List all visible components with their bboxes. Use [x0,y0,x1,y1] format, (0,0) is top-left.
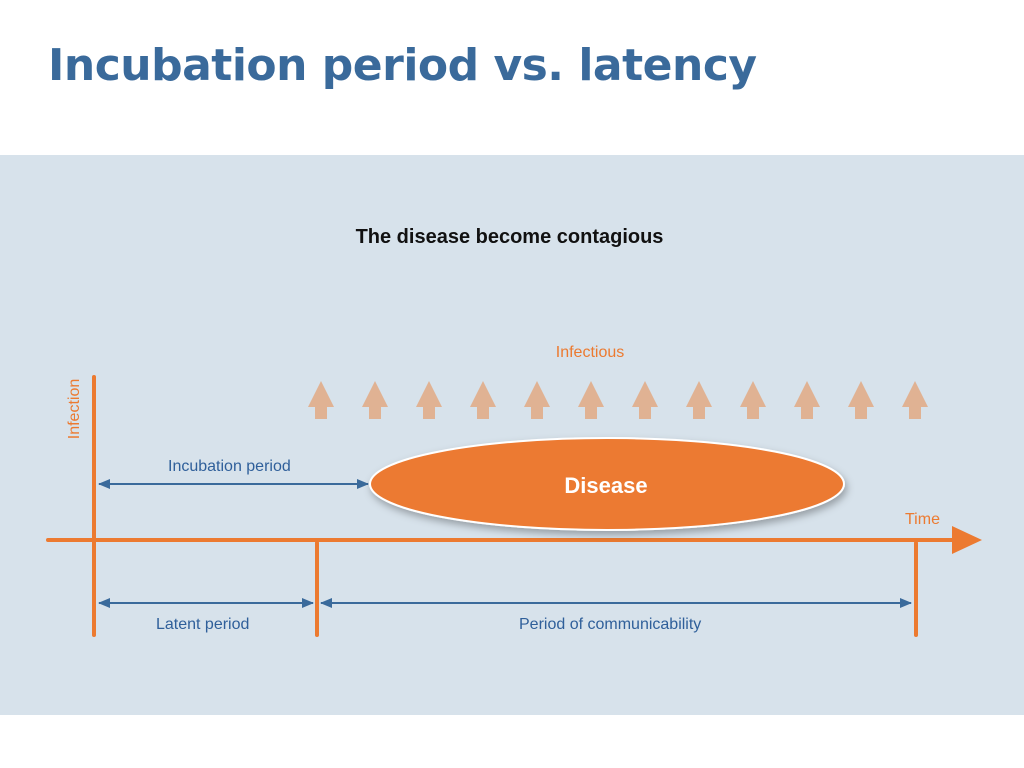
diagram-subtitle: The disease become contagious [355,226,664,248]
timeline-diagram [0,155,1024,715]
infectious-arrow-icon [740,381,766,419]
slide-title: Incubation period vs. latency [48,40,757,91]
infectious-arrow-icon [848,381,874,419]
time-axis-arrowhead [952,526,982,554]
time-axis-label: Time [905,511,940,528]
infectious-arrow-icon [362,381,388,419]
latent-period-label: Latent period [156,616,250,633]
infectious-arrow-icon [578,381,604,419]
infectious-arrow-icon [686,381,712,419]
infectious-arrows [308,381,928,419]
panel-background [0,155,1024,715]
infectious-arrow-icon [632,381,658,419]
disease-label: Disease [564,473,648,498]
diagram-panel: The disease become contagious Infectious… [0,155,1024,715]
infectious-arrow-icon [470,381,496,419]
infectious-arrow-icon [416,381,442,419]
infectious-label: Infectious [555,344,625,361]
infection-axis-label: Infection [66,378,83,440]
infectious-arrow-icon [794,381,820,419]
incubation-period-label: Incubation period [168,458,291,475]
communicability-period-label: Period of communicability [519,616,702,633]
disease-ellipse [369,437,845,531]
infectious-arrow-icon [308,381,334,419]
infectious-arrow-icon [524,381,550,419]
infectious-arrow-icon [902,381,928,419]
